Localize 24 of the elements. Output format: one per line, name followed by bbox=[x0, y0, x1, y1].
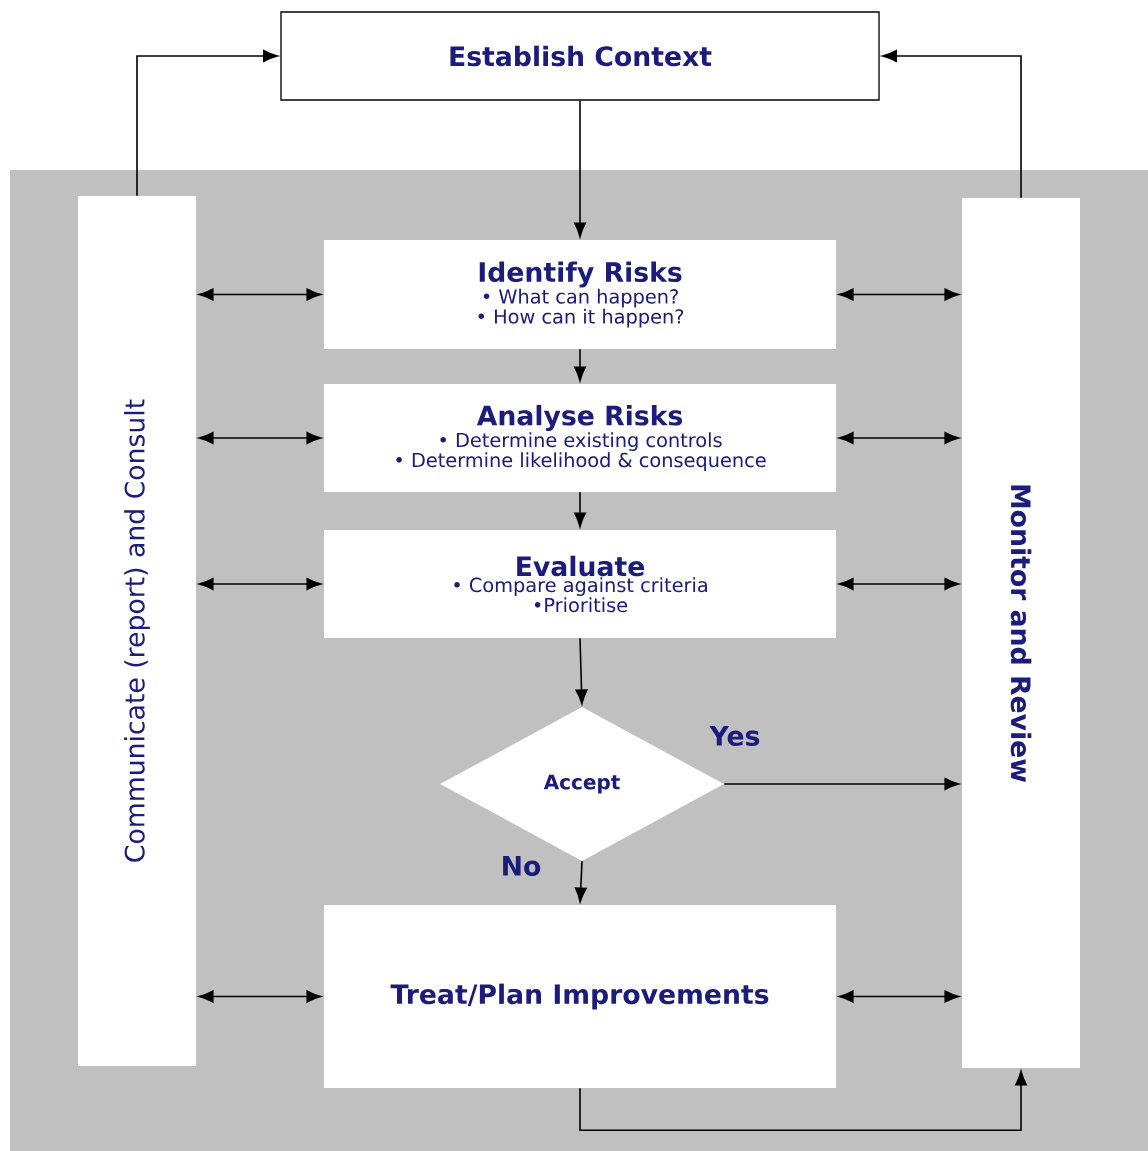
arrow bbox=[198, 577, 322, 591]
arrow bbox=[838, 288, 960, 301]
arrow bbox=[573, 348, 587, 382]
arrow bbox=[579, 1070, 1028, 1132]
vertical-bar: Monitor and Review bbox=[962, 198, 1080, 1068]
arrow bbox=[882, 49, 1022, 199]
arrow bbox=[573, 491, 587, 528]
arrow bbox=[838, 990, 960, 1003]
arrow bbox=[198, 288, 322, 301]
arrow bbox=[723, 777, 960, 791]
arrow bbox=[198, 431, 322, 445]
arrow bbox=[136, 49, 278, 197]
vertical-bar: Communicate (report) and Consult bbox=[78, 196, 196, 1066]
arrow bbox=[573, 99, 587, 238]
arrow bbox=[574, 860, 587, 903]
process-box: Treat/Plan Improvements bbox=[324, 905, 836, 1088]
arrow bbox=[838, 577, 960, 591]
context-box: Establish Context bbox=[280, 11, 880, 101]
process-box: Identify Risks • What can happen? • How can it happen? bbox=[324, 240, 836, 349]
process-box: Evaluate • Compare against criteria •Prioritise bbox=[324, 530, 836, 638]
arrow bbox=[198, 990, 322, 1003]
process-box: Analyse Risks • Determine existing controls • Determine likelihood & consequence bbox=[324, 384, 836, 492]
arrow bbox=[838, 431, 960, 445]
arrow bbox=[575, 637, 588, 705]
